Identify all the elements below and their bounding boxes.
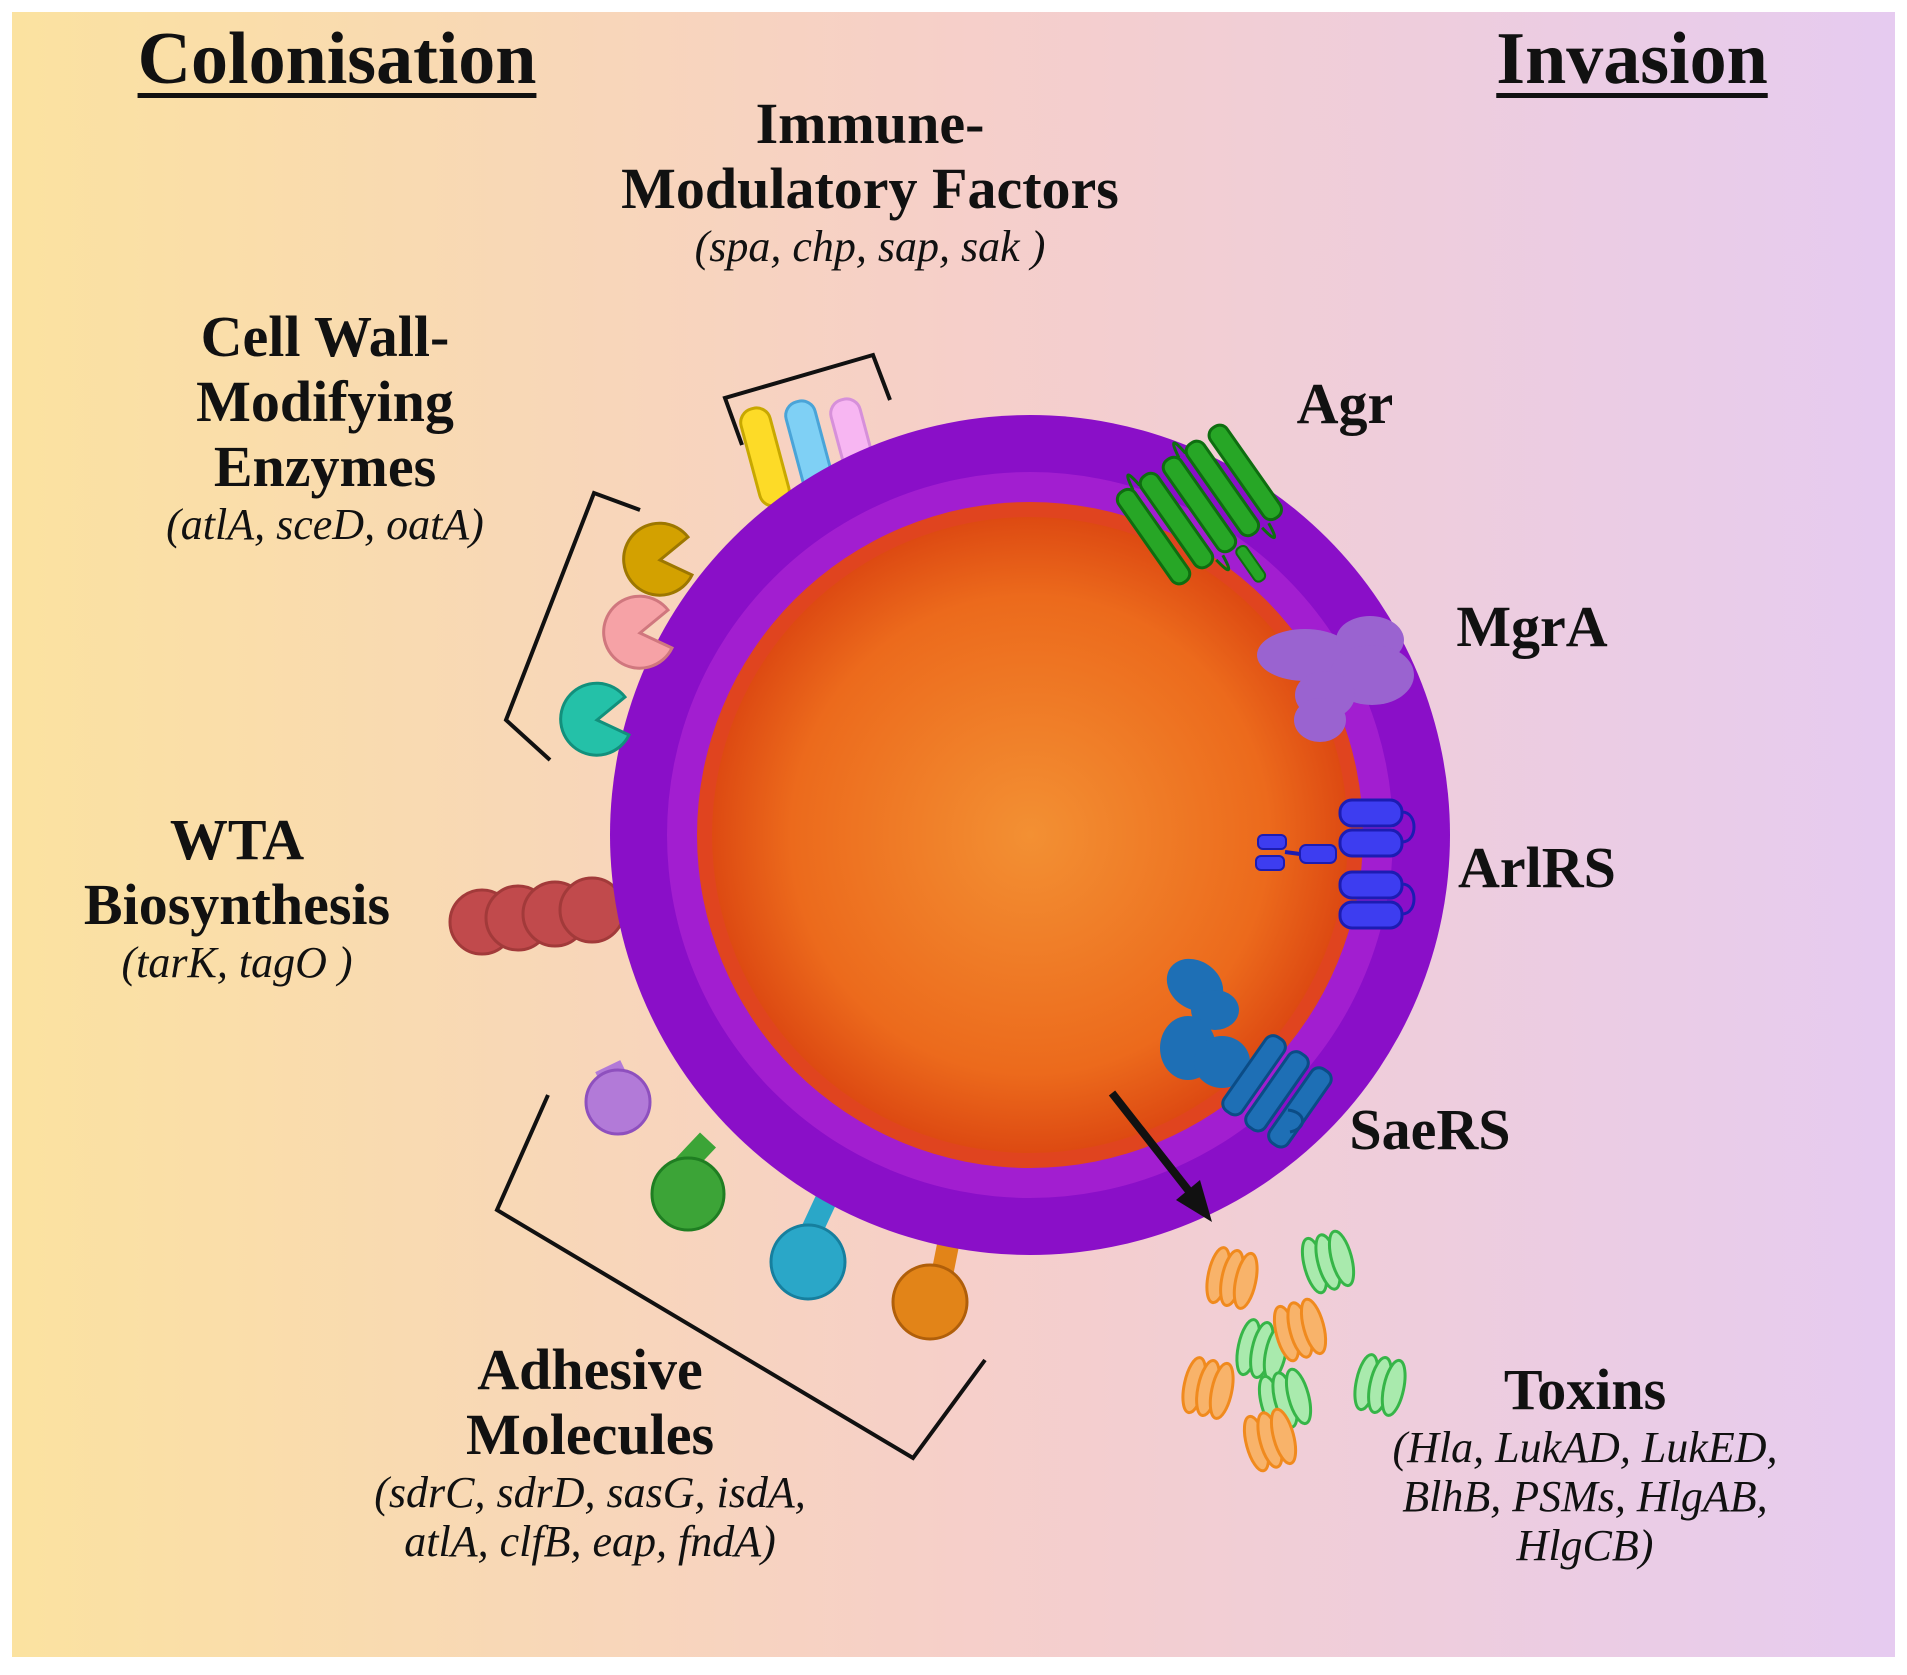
immune-genes: (spa, chp, sap, sak ): [694, 221, 1046, 271]
label-cell-wall-enzymes: Cell Wall- Modifying Enzymes (atlA, sceD…: [80, 304, 570, 549]
toxin-barrel: [1181, 1356, 1235, 1420]
enzyme-pink: [602, 594, 675, 670]
brackets: [494, 352, 987, 1461]
heading-colonisation: Colonisation: [137, 18, 537, 100]
mgra-protein: [1257, 616, 1414, 742]
adhesin-cyan: [769, 1223, 847, 1301]
cell-wall-title-3: Enzymes: [213, 433, 437, 499]
wta-polymer: [448, 876, 626, 956]
toxin-barrel: [1300, 1229, 1356, 1295]
enzyme-gold: [622, 521, 695, 597]
bracket-adhesive: [494, 1094, 987, 1461]
toxin-barrel: [1257, 1367, 1313, 1433]
label-agr: Agr: [1296, 371, 1394, 436]
adhesin-purple: [584, 1068, 652, 1136]
adhesin-heads: [584, 1068, 969, 1341]
toxin-barrel: [1242, 1407, 1298, 1473]
saers-complex: [1160, 958, 1333, 1149]
immune-title-1: Immune-: [755, 91, 985, 156]
label-adhesive-molecules: Adhesive Molecules (sdrC, sdrD, sasG, is…: [270, 1337, 910, 1567]
toxin-barrel: [1272, 1297, 1328, 1363]
cell-wall-title-1: Cell Wall-: [200, 304, 450, 369]
cell-wall-genes: (atlA, sceD, oatA): [166, 499, 484, 549]
toxin-barrels: [1181, 1229, 1407, 1473]
adhesive-genes-1: (sdrC, sdrD, sasG, isdA,: [374, 1467, 806, 1517]
heading-invasion: Invasion: [1496, 18, 1768, 100]
bracket-cell-wall: [503, 490, 641, 762]
toxin-barrel: [1205, 1246, 1259, 1310]
toxins-title: Toxins: [1503, 1357, 1667, 1422]
agr-complex: [1115, 423, 1283, 586]
wta-title-1: WTA: [169, 807, 305, 872]
immune-title-2: Modulatory Factors: [621, 155, 1119, 221]
adhesin-green: [650, 1156, 726, 1232]
adhesive-title-2: Molecules: [465, 1401, 715, 1467]
label-mgra: MgrA: [1456, 594, 1608, 659]
cell-wall-title-2: Modifying: [196, 368, 454, 434]
label-saers: SaeRS: [1349, 1097, 1511, 1162]
enzyme-teal: [559, 681, 632, 757]
wta-title-2: Biosynthesis: [83, 871, 391, 937]
toxin-barrel: [1353, 1353, 1407, 1417]
label-wta-biosynthesis: WTA Biosynthesis (tarK, tagO ): [32, 807, 442, 987]
bracket-immune: [722, 352, 892, 446]
arlrs-complex: [1255, 798, 1416, 930]
wta-genes: (tarK, tagO ): [121, 937, 353, 987]
adhesive-genes-2: atlA, clfB, eap, fndA): [404, 1517, 776, 1567]
adhesin-orange: [891, 1263, 969, 1341]
toxins-genes-2: BlhB, PSMs, HlgAB,: [1402, 1472, 1768, 1522]
toxins-genes-3: HlgCB): [1516, 1521, 1654, 1571]
label-toxins: Toxins (Hla, LukAD, LukED, BlhB, PSMs, H…: [1305, 1357, 1865, 1571]
toxin-barrel: [1235, 1318, 1289, 1382]
toxins-genes-1: (Hla, LukAD, LukED,: [1392, 1422, 1778, 1472]
adhesive-title-1: Adhesive: [477, 1337, 703, 1402]
label-immune-modulatory: Immune- Modulatory Factors (spa, chp, sa…: [520, 91, 1220, 271]
label-arlrs: ArlRS: [1458, 835, 1616, 900]
secretion-arrow: [1108, 1090, 1212, 1222]
cell-wall-enzymes: [559, 521, 695, 757]
